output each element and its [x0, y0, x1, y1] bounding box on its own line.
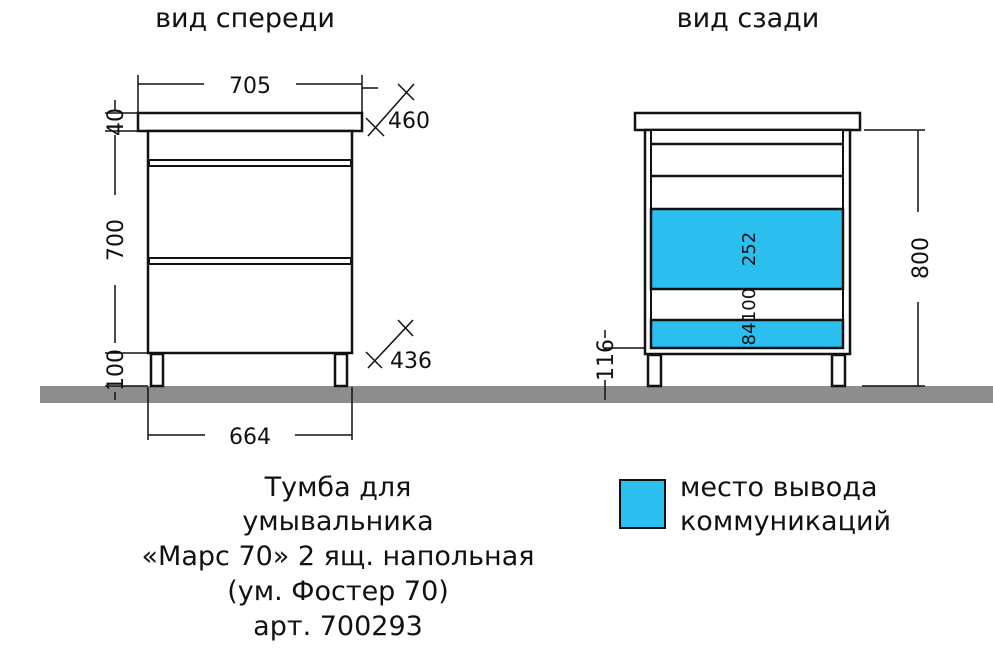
drawer-gap-2 — [148, 257, 352, 265]
back-cabinet — [633, 111, 862, 388]
dim-width-top: 705 — [229, 74, 271, 99]
communication-zone-lower — [649, 318, 845, 350]
back-leg-right — [830, 353, 847, 388]
dim-top-thickness: 40 — [104, 108, 129, 136]
back-leg-left — [646, 353, 663, 388]
back-countertop — [633, 111, 862, 132]
caption-line: умывальника — [242, 506, 433, 537]
communication-zone-upper — [649, 207, 845, 291]
caption-line: Тумба для — [264, 472, 412, 503]
dim-zone-lower: 84 — [739, 323, 760, 346]
legend-swatch — [619, 479, 666, 529]
floor — [40, 386, 993, 403]
dim-width-body: 664 — [229, 425, 271, 450]
dim-floor-to-zone: 116 — [594, 339, 619, 381]
front-body — [146, 129, 354, 355]
legend-line-1: место вывода — [680, 472, 878, 503]
caption: Тумба для умывальника «Марс 70» 2 ящ. на… — [142, 472, 535, 642]
drawer-gap-1 — [148, 159, 352, 167]
back-dimension-lines — [604, 129, 925, 400]
dim-gap: 100 — [739, 288, 760, 322]
caption-line: «Марс 70» 2 ящ. напольная — [142, 541, 535, 572]
dim-total-height: 800 — [909, 237, 934, 279]
dim-depth-body: 436 — [390, 349, 432, 374]
dim-leg-height: 100 — [104, 349, 129, 391]
dim-body-height: 700 — [104, 219, 129, 261]
dim-depth-top: 460 — [388, 109, 430, 134]
caption-line: арт. 700293 — [253, 611, 423, 642]
front-dimension-lines — [105, 75, 415, 440]
back-view-title: вид сзади — [677, 3, 820, 34]
dim-zone-upper: 252 — [739, 232, 760, 266]
front-countertop — [136, 111, 364, 133]
legend-line-2: коммуникаций — [680, 506, 891, 537]
front-view-title: вид спереди — [155, 3, 335, 34]
caption-line: (ум. Фостер 70) — [227, 576, 449, 607]
front-leg-left — [149, 352, 165, 388]
front-leg-right — [333, 352, 349, 388]
front-cabinet — [136, 111, 364, 388]
